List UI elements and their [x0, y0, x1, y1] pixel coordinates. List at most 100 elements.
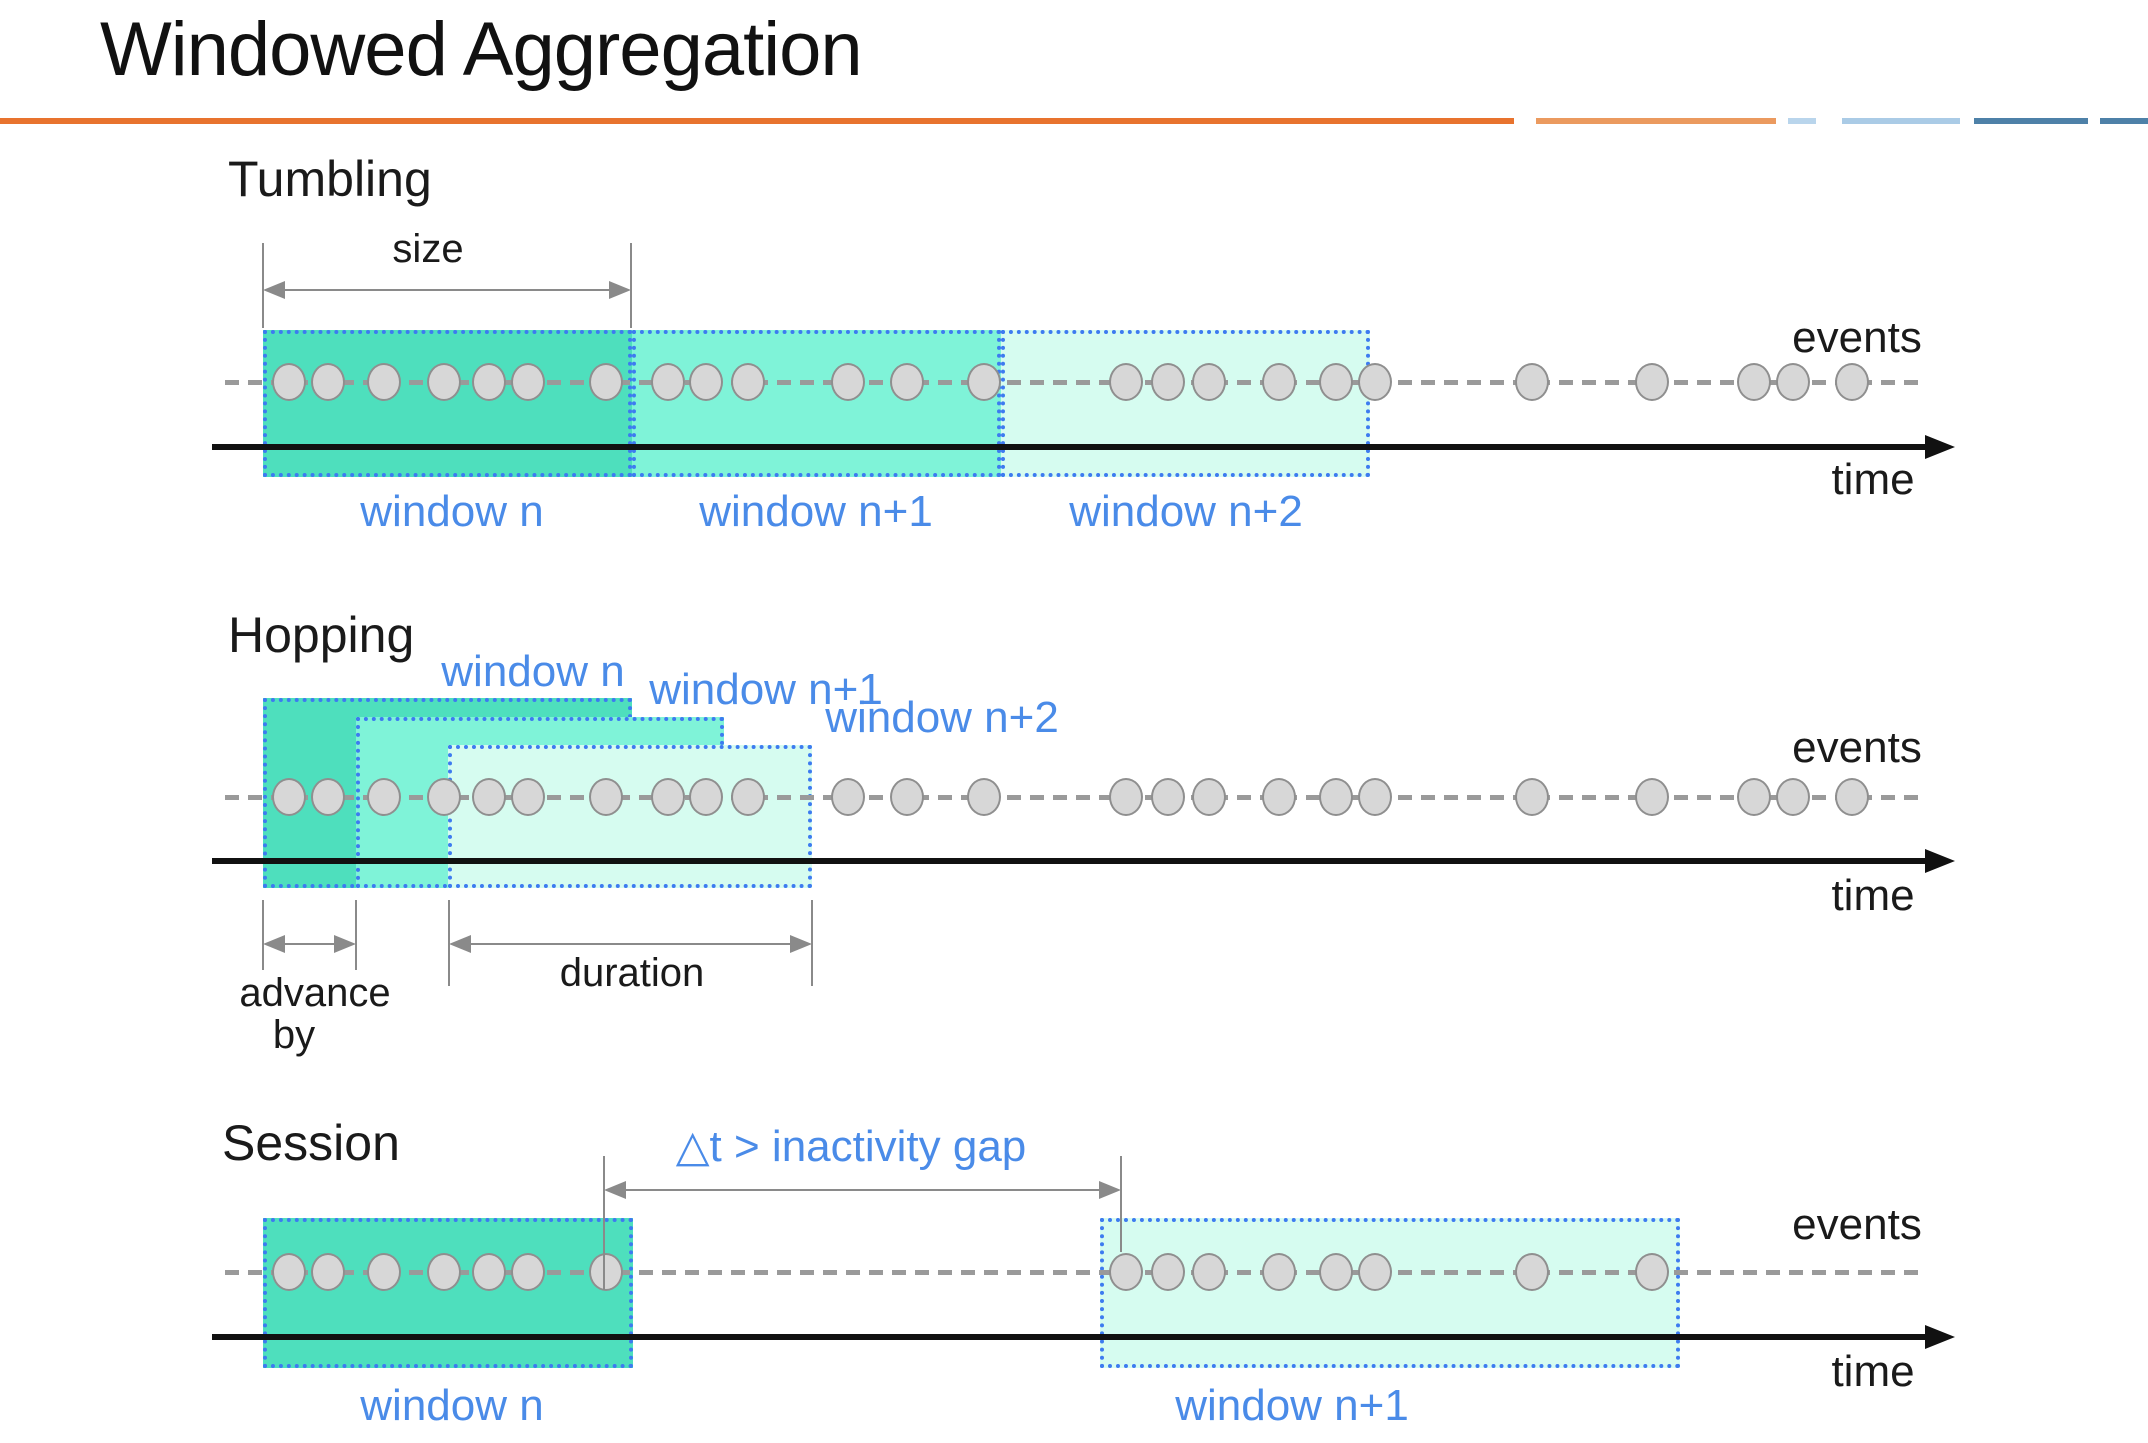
event-dot: [472, 363, 506, 401]
event-dot: [1151, 1253, 1185, 1291]
window-box-tumbling-2: [1001, 330, 1370, 477]
annotation-text: △t > inactivity gap: [675, 1122, 1027, 1171]
event-dot: [511, 363, 545, 401]
event-dot: [272, 363, 306, 401]
event-dot: [1635, 1253, 1669, 1291]
annotation-text: duration: [559, 951, 705, 995]
annotation-text: size: [392, 227, 464, 271]
event-dot: [272, 1253, 306, 1291]
measure-arrow-line: [453, 943, 808, 945]
event-stream-line: [225, 1270, 1925, 1275]
event-dot: [1109, 363, 1143, 401]
time-axis: [212, 1334, 1927, 1340]
event-dot: [427, 778, 461, 816]
event-dot: [1358, 363, 1392, 401]
event-dot: [511, 1253, 545, 1291]
measure-arrowhead-left-icon: [263, 935, 285, 953]
title-rule-segment: [1842, 118, 1960, 124]
window-label: window n+2: [825, 693, 1059, 742]
event-dot: [1635, 778, 1669, 816]
event-dot: [1262, 363, 1296, 401]
event-dot: [367, 363, 401, 401]
measure-extent-line: [811, 900, 813, 986]
event-dot: [1515, 1253, 1549, 1291]
time-label: time: [1831, 455, 1915, 504]
window-box-session-1: [1100, 1218, 1680, 1368]
time-label: time: [1831, 871, 1915, 920]
section-heading-session: Session: [222, 1115, 400, 1171]
event-dot: [367, 778, 401, 816]
event-dot: [1192, 1253, 1226, 1291]
event-dot: [831, 778, 865, 816]
event-dot: [472, 1253, 506, 1291]
event-dot: [1192, 363, 1226, 401]
window-box-session-0: [263, 1218, 633, 1368]
event-dot: [1192, 778, 1226, 816]
event-dot: [831, 363, 865, 401]
measure-arrow-line: [608, 1189, 1117, 1191]
measure-extent-line: [603, 1156, 605, 1290]
event-dot: [651, 778, 685, 816]
measure-arrowhead-left-icon: [604, 1181, 626, 1199]
events-label: events: [1792, 723, 1922, 772]
title-rule-segment: [1788, 118, 1816, 124]
event-dot: [1319, 363, 1353, 401]
measure-arrowhead-right-icon: [790, 935, 812, 953]
window-label: window n+1: [699, 487, 933, 536]
event-dot: [1109, 778, 1143, 816]
time-axis-arrowhead-icon: [1925, 1325, 1955, 1349]
event-dot: [311, 363, 345, 401]
window-label: window n+1: [649, 665, 883, 714]
event-dot: [1737, 778, 1771, 816]
event-stream-line: [225, 795, 1925, 800]
measure-arrowhead-right-icon: [1099, 1181, 1121, 1199]
event-dot: [1515, 778, 1549, 816]
event-dot: [689, 778, 723, 816]
event-dot: [311, 1253, 345, 1291]
event-dot: [731, 363, 765, 401]
event-dot: [1515, 363, 1549, 401]
measure-extent-line: [1120, 1156, 1122, 1252]
event-dot: [1835, 363, 1869, 401]
event-dot: [472, 778, 506, 816]
title-rule: [0, 118, 2148, 124]
event-dot: [1358, 1253, 1392, 1291]
time-axis: [212, 444, 1927, 450]
event-dot: [272, 778, 306, 816]
event-dot: [1262, 1253, 1296, 1291]
time-axis-arrowhead-icon: [1925, 849, 1955, 873]
window-box-tumbling-0: [263, 330, 632, 477]
measure-extent-line: [630, 243, 632, 328]
measure-arrow-line: [267, 289, 627, 291]
title-rule-segment: [0, 118, 1514, 124]
event-dot: [890, 778, 924, 816]
time-axis: [212, 858, 1927, 864]
annotation-text: by: [272, 1013, 316, 1057]
event-dot: [589, 1253, 623, 1291]
title-rule-segment: [2100, 118, 2148, 124]
window-box-tumbling-1: [632, 330, 1001, 477]
event-dot: [1319, 1253, 1353, 1291]
event-dot: [1319, 778, 1353, 816]
event-dot: [589, 778, 623, 816]
event-dot: [1776, 363, 1810, 401]
time-label: time: [1831, 1347, 1915, 1396]
event-dot: [1109, 1253, 1143, 1291]
measure-extent-line: [355, 900, 357, 970]
measure-arrow-line: [267, 943, 352, 945]
measure-arrowhead-right-icon: [334, 935, 356, 953]
events-label: events: [1792, 313, 1922, 362]
event-dot: [689, 363, 723, 401]
event-dot: [589, 363, 623, 401]
event-dot: [967, 778, 1001, 816]
title-rule-segment: [1536, 118, 1776, 124]
window-box-hopping-2: [448, 745, 812, 888]
section-heading-hopping: Hopping: [228, 607, 415, 663]
event-stream-line: [225, 380, 1925, 385]
section-heading-tumbling: Tumbling: [228, 151, 432, 207]
window-label: window n+1: [1175, 1381, 1409, 1430]
event-dot: [1635, 363, 1669, 401]
window-label: window n+2: [1069, 487, 1303, 536]
window-label: window n: [360, 1381, 544, 1430]
